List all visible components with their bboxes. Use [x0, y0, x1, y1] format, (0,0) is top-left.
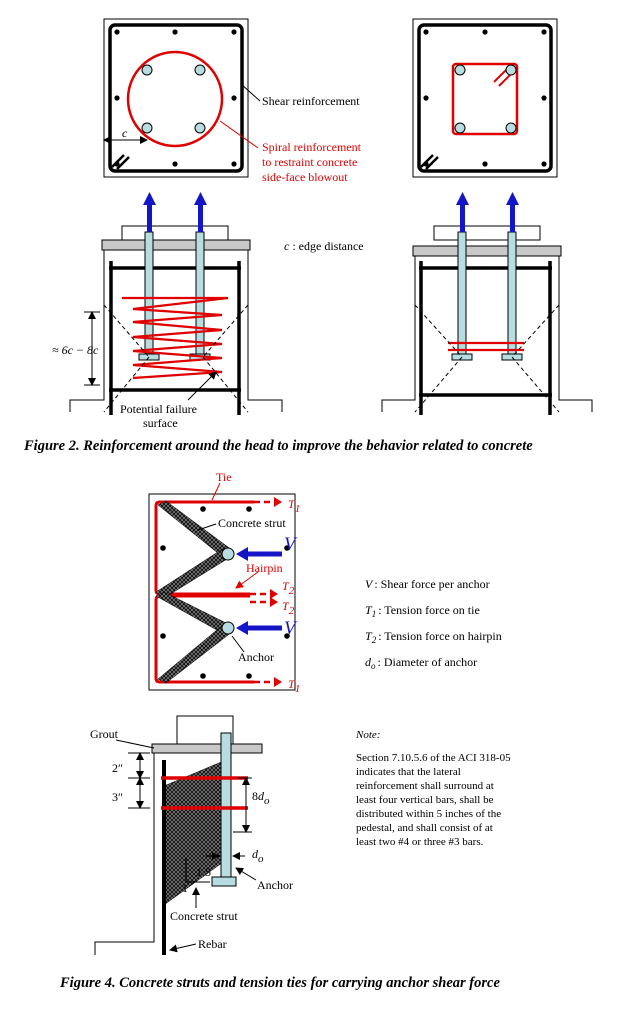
tie-label: Tie	[216, 470, 232, 484]
t2-b: T2	[282, 599, 295, 617]
spiral-label-2: to restraint concrete	[262, 155, 357, 169]
hairpin-label: Hairpin	[246, 561, 283, 575]
figure2-caption: Figure 2. Reinforcement around the head …	[23, 438, 533, 454]
note-block: Note: Section 7.10.5.6 of the ACI 318-05…	[355, 729, 511, 848]
shear-reinforcement-label: Shear reinforcement	[262, 94, 360, 108]
note-line-1: Section 7.10.5.6 of the ACI 318-05	[356, 752, 511, 764]
plan-view-spiral: c Shear reinforcement Spiral reinforceme…	[103, 18, 362, 184]
dim-2in: 2″	[112, 761, 123, 775]
failure-label-1: Potential failure	[120, 402, 197, 416]
slope-1-5: 1.5	[196, 865, 211, 879]
anchor-label: Anchor	[238, 650, 274, 664]
rebar-label: Rebar	[198, 937, 227, 951]
note-line-7: least two #4 or three #3 bars.	[356, 836, 484, 848]
elevation-square-tie	[381, 192, 593, 415]
legend-v: V: Shear force per anchor	[365, 577, 490, 591]
grout-label: Grout	[90, 727, 119, 741]
dim-8do: 8do	[252, 789, 270, 807]
legend-t2: T2: Tension force on hairpin	[365, 629, 502, 645]
legend-do: do: Diameter of anchor	[365, 655, 477, 671]
v-top: V	[284, 534, 298, 555]
spiral-label-3: side-face blowout	[262, 170, 348, 184]
c-label: c	[122, 126, 128, 140]
t2-a: T2	[282, 579, 295, 597]
v-bottom: V	[284, 618, 298, 639]
figure4-caption: Figure 4. Concrete struts and tension ti…	[59, 975, 500, 991]
t1-top: T1	[288, 497, 300, 515]
c-def: c : edge distance	[284, 239, 364, 253]
dim-3in: 3″	[112, 790, 123, 804]
note-line-3: reinforcement shall surround at	[356, 780, 494, 792]
dim-do: do	[252, 847, 264, 865]
slope-1: 1	[182, 881, 188, 895]
section-strut-label: Concrete strut	[170, 909, 238, 923]
note-line-6: pedestal, and shall consist of at	[356, 822, 493, 834]
t1-bottom: T1	[288, 677, 300, 695]
plan-view-square-tie	[412, 18, 558, 178]
spiral-label-1: Spiral reinforcement	[262, 140, 362, 154]
section-anchor-label: Anchor	[257, 878, 293, 892]
strut-tie-diagram: Tie Concrete strut Hairpin Anchor T1 T2 …	[148, 470, 300, 695]
note-title: Note:	[355, 729, 380, 741]
range-label: ≈ 6c − 8c	[52, 343, 99, 357]
note-line-2: indicates that the lateral	[356, 766, 461, 778]
elevation-spiral: ≈ 6c − 8c Potential failure surface	[52, 192, 283, 430]
legend-t1: T1: Tension force on tie	[365, 603, 480, 619]
legend: V: Shear force per anchor T1: Tension fo…	[365, 577, 502, 671]
note-line-4: least four vertical bars, shall be	[356, 794, 494, 806]
failure-label-2: surface	[143, 416, 178, 430]
section-view: 2″ 3″ 8do do 1.5 1 Grout Anchor Concrete…	[90, 715, 293, 955]
strut-label-top: Concrete strut	[218, 516, 286, 530]
note-line-5: distributed within 5 inches of the	[356, 808, 501, 820]
